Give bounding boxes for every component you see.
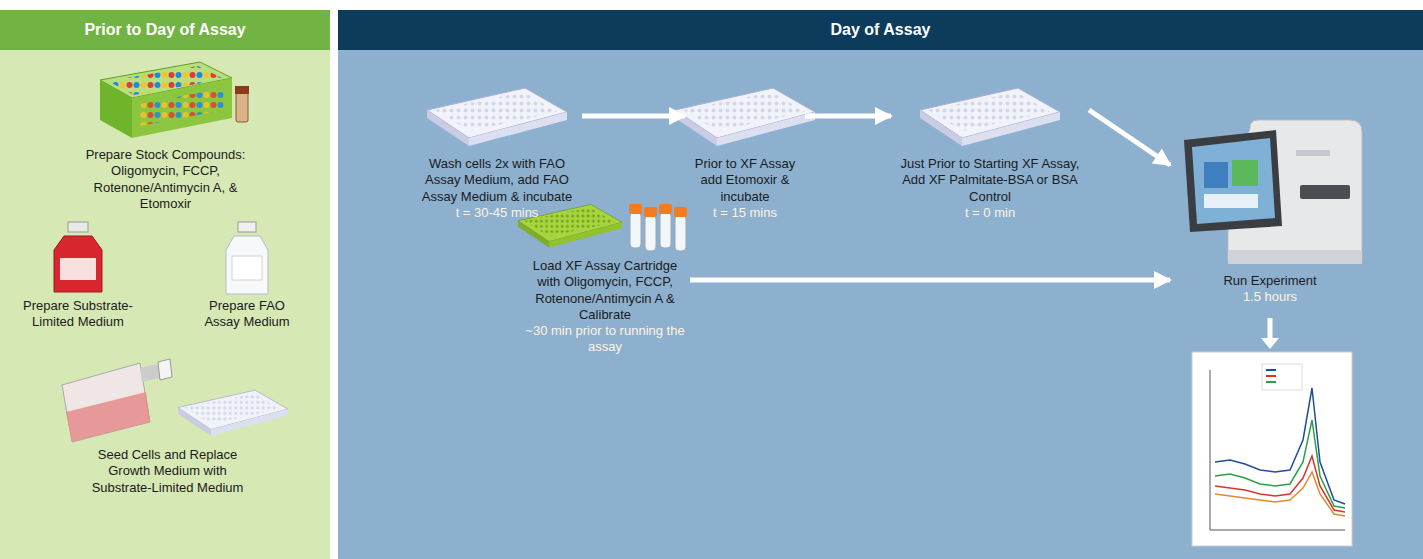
- compound-tubes: [659, 204, 672, 214]
- compound-tubes: [629, 204, 642, 214]
- panel-heading: Day of Assay: [342, 10, 1419, 50]
- compound-tubes: [644, 207, 657, 217]
- reagent-kit: [100, 62, 249, 138]
- result-arrow: [1261, 338, 1279, 349]
- culture-flask: [62, 363, 150, 442]
- red-medium-bottle: [60, 258, 96, 280]
- clear-medium-bottle: [226, 236, 268, 294]
- step-caption: Run Experiment: [1174, 273, 1366, 289]
- step-node: Prior to XF Assay add Etomoxir & incubat…: [685, 78, 805, 221]
- flow-arrow: [690, 278, 1170, 283]
- cell-plate: [178, 390, 288, 436]
- compound-tubes: [645, 215, 656, 251]
- reagent-kit: [100, 80, 132, 138]
- step-caption: Prepare Substrate-Limited Medium: [22, 298, 134, 331]
- result-arrow: [1261, 318, 1279, 349]
- xf-analyzer: [1204, 162, 1228, 188]
- step-caption: Load XF Assay Cartridge with Oligomycin,…: [524, 258, 686, 323]
- step-caption: Prepare Stock Compounds: Oligomycin, FCC…: [82, 147, 249, 212]
- xf-analyzer: [1184, 130, 1282, 232]
- step-caption: Prepare FAO Assay Medium: [196, 298, 298, 331]
- xf-analyzer: [1192, 138, 1275, 224]
- panel-background: [0, 50, 330, 559]
- cell-plate: [920, 88, 1060, 146]
- ocr-result-chart: [1266, 381, 1276, 383]
- compound-tubes: [675, 215, 686, 251]
- step-timing: t = 0 min: [895, 205, 1085, 221]
- flow-arrow: [1089, 110, 1170, 165]
- clear-medium-bottle: [238, 222, 256, 232]
- reagent-kit: [236, 92, 248, 122]
- flow-arrow: [582, 114, 685, 119]
- panel-heading: Prior to Day of Assay: [4, 10, 326, 50]
- clear-medium-bottle: [232, 256, 262, 280]
- step-timing: t = 15 mins: [689, 205, 801, 221]
- step-caption: Just Prior to Starting XF Assay, Add XF …: [895, 156, 1085, 205]
- xf-analyzer: [1228, 250, 1362, 264]
- ocr-result-chart: [1266, 369, 1276, 371]
- xf-analyzer: [1204, 194, 1258, 208]
- red-medium-bottle: [54, 222, 102, 292]
- reagent-kit: [235, 86, 249, 94]
- red-medium-bottle: [68, 222, 88, 232]
- step-caption: Seed Cells and Replace Growth Medium wit…: [84, 447, 251, 496]
- ocr-result-chart: [1210, 370, 1345, 530]
- step-timing: 1.5 hours: [1174, 289, 1366, 305]
- cell-plate: [675, 88, 815, 146]
- step-node: Prepare FAO Assay Medium: [192, 216, 302, 331]
- culture-flask: [140, 364, 160, 382]
- step-caption: Prior to XF Assay add Etomoxir & incubat…: [689, 156, 801, 205]
- step-node: Wash cells 2x with FAO Assay Medium, add…: [412, 78, 582, 221]
- step-timing: t = 30-45 mins: [416, 205, 578, 221]
- phase-panel: Prior to Day of AssayPrepare Stock Compo…: [0, 10, 330, 559]
- step-caption: Wash cells 2x with FAO Assay Medium, add…: [416, 156, 578, 205]
- clear-medium-bottle: [226, 222, 268, 294]
- cell-plate: [427, 88, 567, 146]
- ocr-result-chart: [1266, 375, 1276, 377]
- connector-layer: [582, 110, 1170, 280]
- panel-background: [338, 50, 1423, 559]
- ocr-result-chart: [1192, 352, 1352, 546]
- step-node: Run Experiment1.5 hours: [1170, 115, 1370, 306]
- reagent-kit: [132, 78, 232, 138]
- panel-header-band: [0, 10, 330, 50]
- phase-panel: Day of AssayWash cells 2x with FAO Assay…: [338, 10, 1423, 559]
- reagent-kit: [140, 88, 224, 126]
- step-node: Seed Cells and Replace Growth Medium wit…: [80, 355, 255, 496]
- step-timing: ~30 min prior to running the assay: [524, 323, 686, 356]
- culture-flask: [66, 392, 150, 442]
- compound-tubes: [629, 204, 687, 251]
- step-node: Load XF Assay Cartridge with Oligomycin,…: [520, 198, 690, 356]
- step-node: Just Prior to Starting XF Assay, Add XF …: [891, 78, 1089, 221]
- xf-analyzer: [1232, 160, 1258, 186]
- step-node: Prepare Stock Compounds: Oligomycin, FCC…: [78, 55, 253, 212]
- culture-flask: [158, 359, 172, 380]
- compound-tubes: [674, 207, 687, 217]
- panel-header-band: [338, 10, 1423, 50]
- red-medium-bottle: [54, 236, 102, 292]
- xf-analyzer: [1184, 120, 1362, 264]
- ocr-result-chart: [1262, 364, 1302, 390]
- xf-analyzer: [1300, 185, 1350, 199]
- compound-tubes: [630, 212, 641, 248]
- compound-tubes: [660, 212, 671, 248]
- ocr-result-chart: [1192, 352, 1352, 546]
- step-node: Prepare Substrate-Limited Medium: [18, 216, 138, 331]
- flow-arrow: [805, 114, 891, 119]
- result-arrow: [1268, 318, 1273, 340]
- culture-flask: [62, 359, 172, 442]
- ocr-result-chart: [1215, 472, 1345, 516]
- ocr-result-chart: [1215, 456, 1345, 512]
- xf-analyzer: [1296, 150, 1330, 156]
